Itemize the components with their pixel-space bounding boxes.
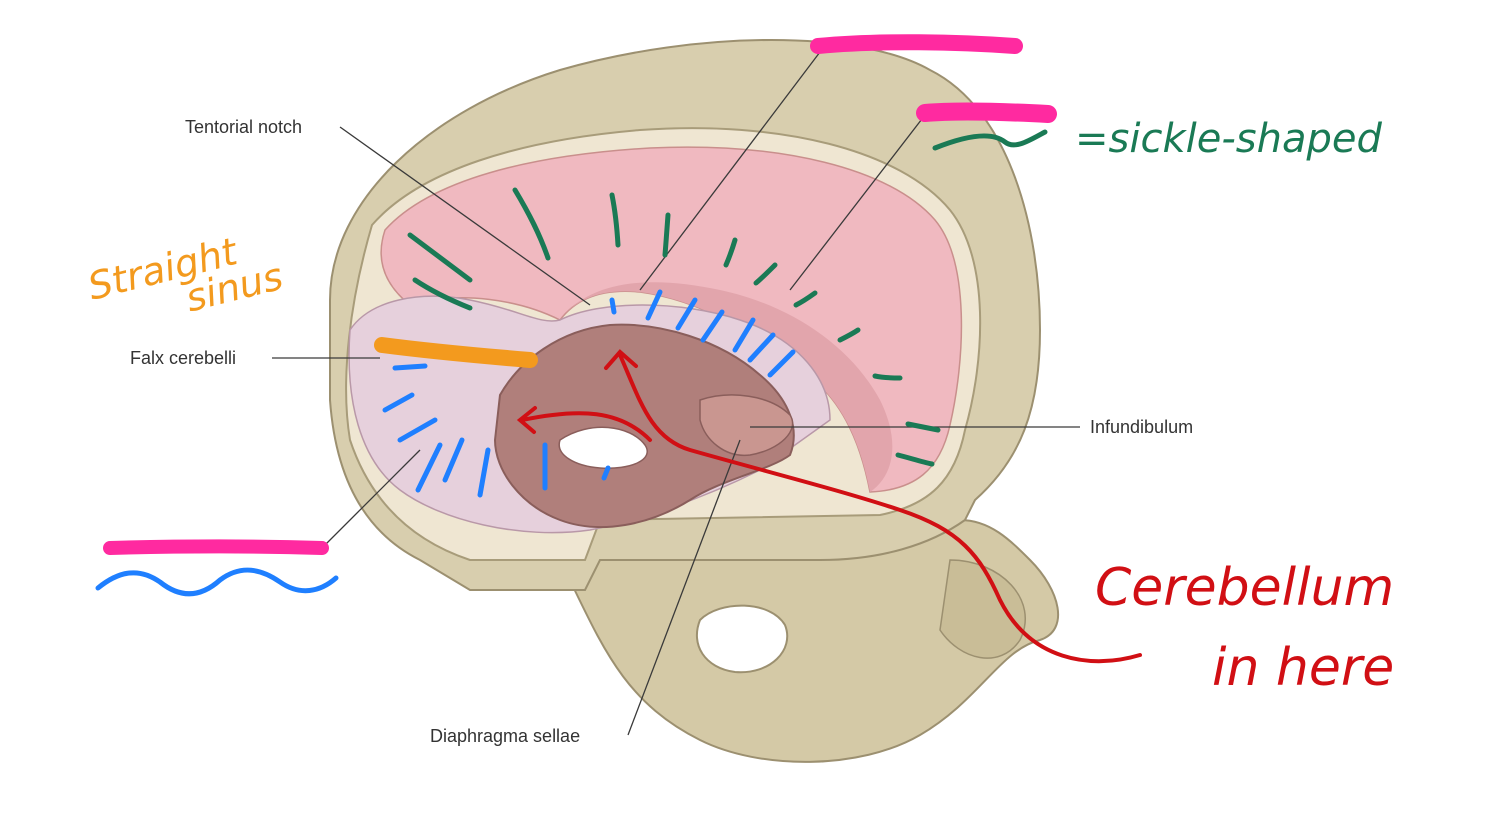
sella-region (699, 394, 794, 456)
tentorium-wave (95, 567, 339, 597)
leader-falx-side (789, 114, 926, 291)
green-stroke-11 (905, 421, 941, 433)
blue-stroke-3 (675, 297, 698, 331)
blue-stroke-13 (477, 447, 491, 498)
note-sickle-shaped: =sickle-shaped (1075, 116, 1382, 162)
highlight-top (810, 34, 1023, 54)
leader-tentorial-notch (339, 126, 591, 306)
falx-cerebri-shape (380, 146, 963, 493)
green-stroke-4 (609, 192, 621, 248)
blue-strokes (95, 289, 796, 597)
blue-stroke-6 (747, 332, 776, 363)
blue-stroke-7 (767, 349, 796, 378)
arrow-curve (618, 353, 1142, 664)
green-stroke-6 (723, 237, 738, 268)
blue-stroke-15 (601, 465, 611, 481)
straight-sinus-highlight (374, 337, 538, 368)
blue-stroke-4 (700, 309, 725, 343)
green-stroke-8 (793, 290, 818, 308)
blue-stroke-8 (392, 363, 428, 371)
foramen-magnum (695, 604, 788, 674)
green-stroke-5 (662, 212, 671, 258)
leader-falx-cerebri-top (639, 51, 821, 291)
magenta-highlights (103, 34, 1057, 555)
label-infundibulum: Infundibulum (1090, 417, 1193, 437)
green-stroke-7 (753, 262, 778, 286)
blue-stroke-11 (415, 442, 443, 493)
note-in-here: in here (1212, 638, 1394, 698)
cheek-bone (939, 559, 1026, 659)
green-stroke-3 (512, 187, 551, 261)
arrow-branch (520, 411, 652, 442)
green-stroke-12 (895, 452, 935, 467)
green-strokes (407, 129, 1048, 467)
leader-tentorium-left (321, 449, 421, 549)
arrow-head-top (604, 349, 638, 370)
falx-inner-shade (560, 282, 893, 492)
green-stroke-2 (412, 277, 473, 311)
brainstem-opening (558, 426, 648, 469)
blue-stroke-1 (609, 297, 617, 315)
note-straight-sinus: Straight sinus (84, 229, 288, 321)
green-stroke-9 (837, 327, 861, 343)
highlight-left (103, 539, 329, 555)
label-falx-cerebelli: Falx cerebelli (130, 348, 236, 368)
highlight-right (916, 102, 1057, 123)
blue-stroke-5 (732, 317, 756, 353)
tentorial-notch-opening (493, 323, 795, 529)
blue-stroke-10 (397, 417, 438, 443)
green-stroke-1 (407, 232, 473, 283)
blue-stroke-9 (382, 392, 415, 413)
falx-cerebri (380, 146, 963, 493)
arrow-head-left (516, 406, 537, 434)
green-stroke-10 (872, 373, 903, 381)
sickle-squiggle (932, 129, 1048, 151)
note-cerebellum: Cerebellum (1095, 558, 1394, 618)
skull-base (558, 519, 1059, 763)
label-tentorial-notch: Tentorial notch (185, 117, 302, 137)
blue-stroke-12 (442, 437, 465, 483)
blue-stroke-2 (645, 289, 663, 321)
leader-diaphragma-sellae (627, 439, 741, 736)
label-diaphragma-sellae: Diaphragma sellae (430, 726, 580, 746)
cerebellum-arrow (516, 349, 1142, 664)
